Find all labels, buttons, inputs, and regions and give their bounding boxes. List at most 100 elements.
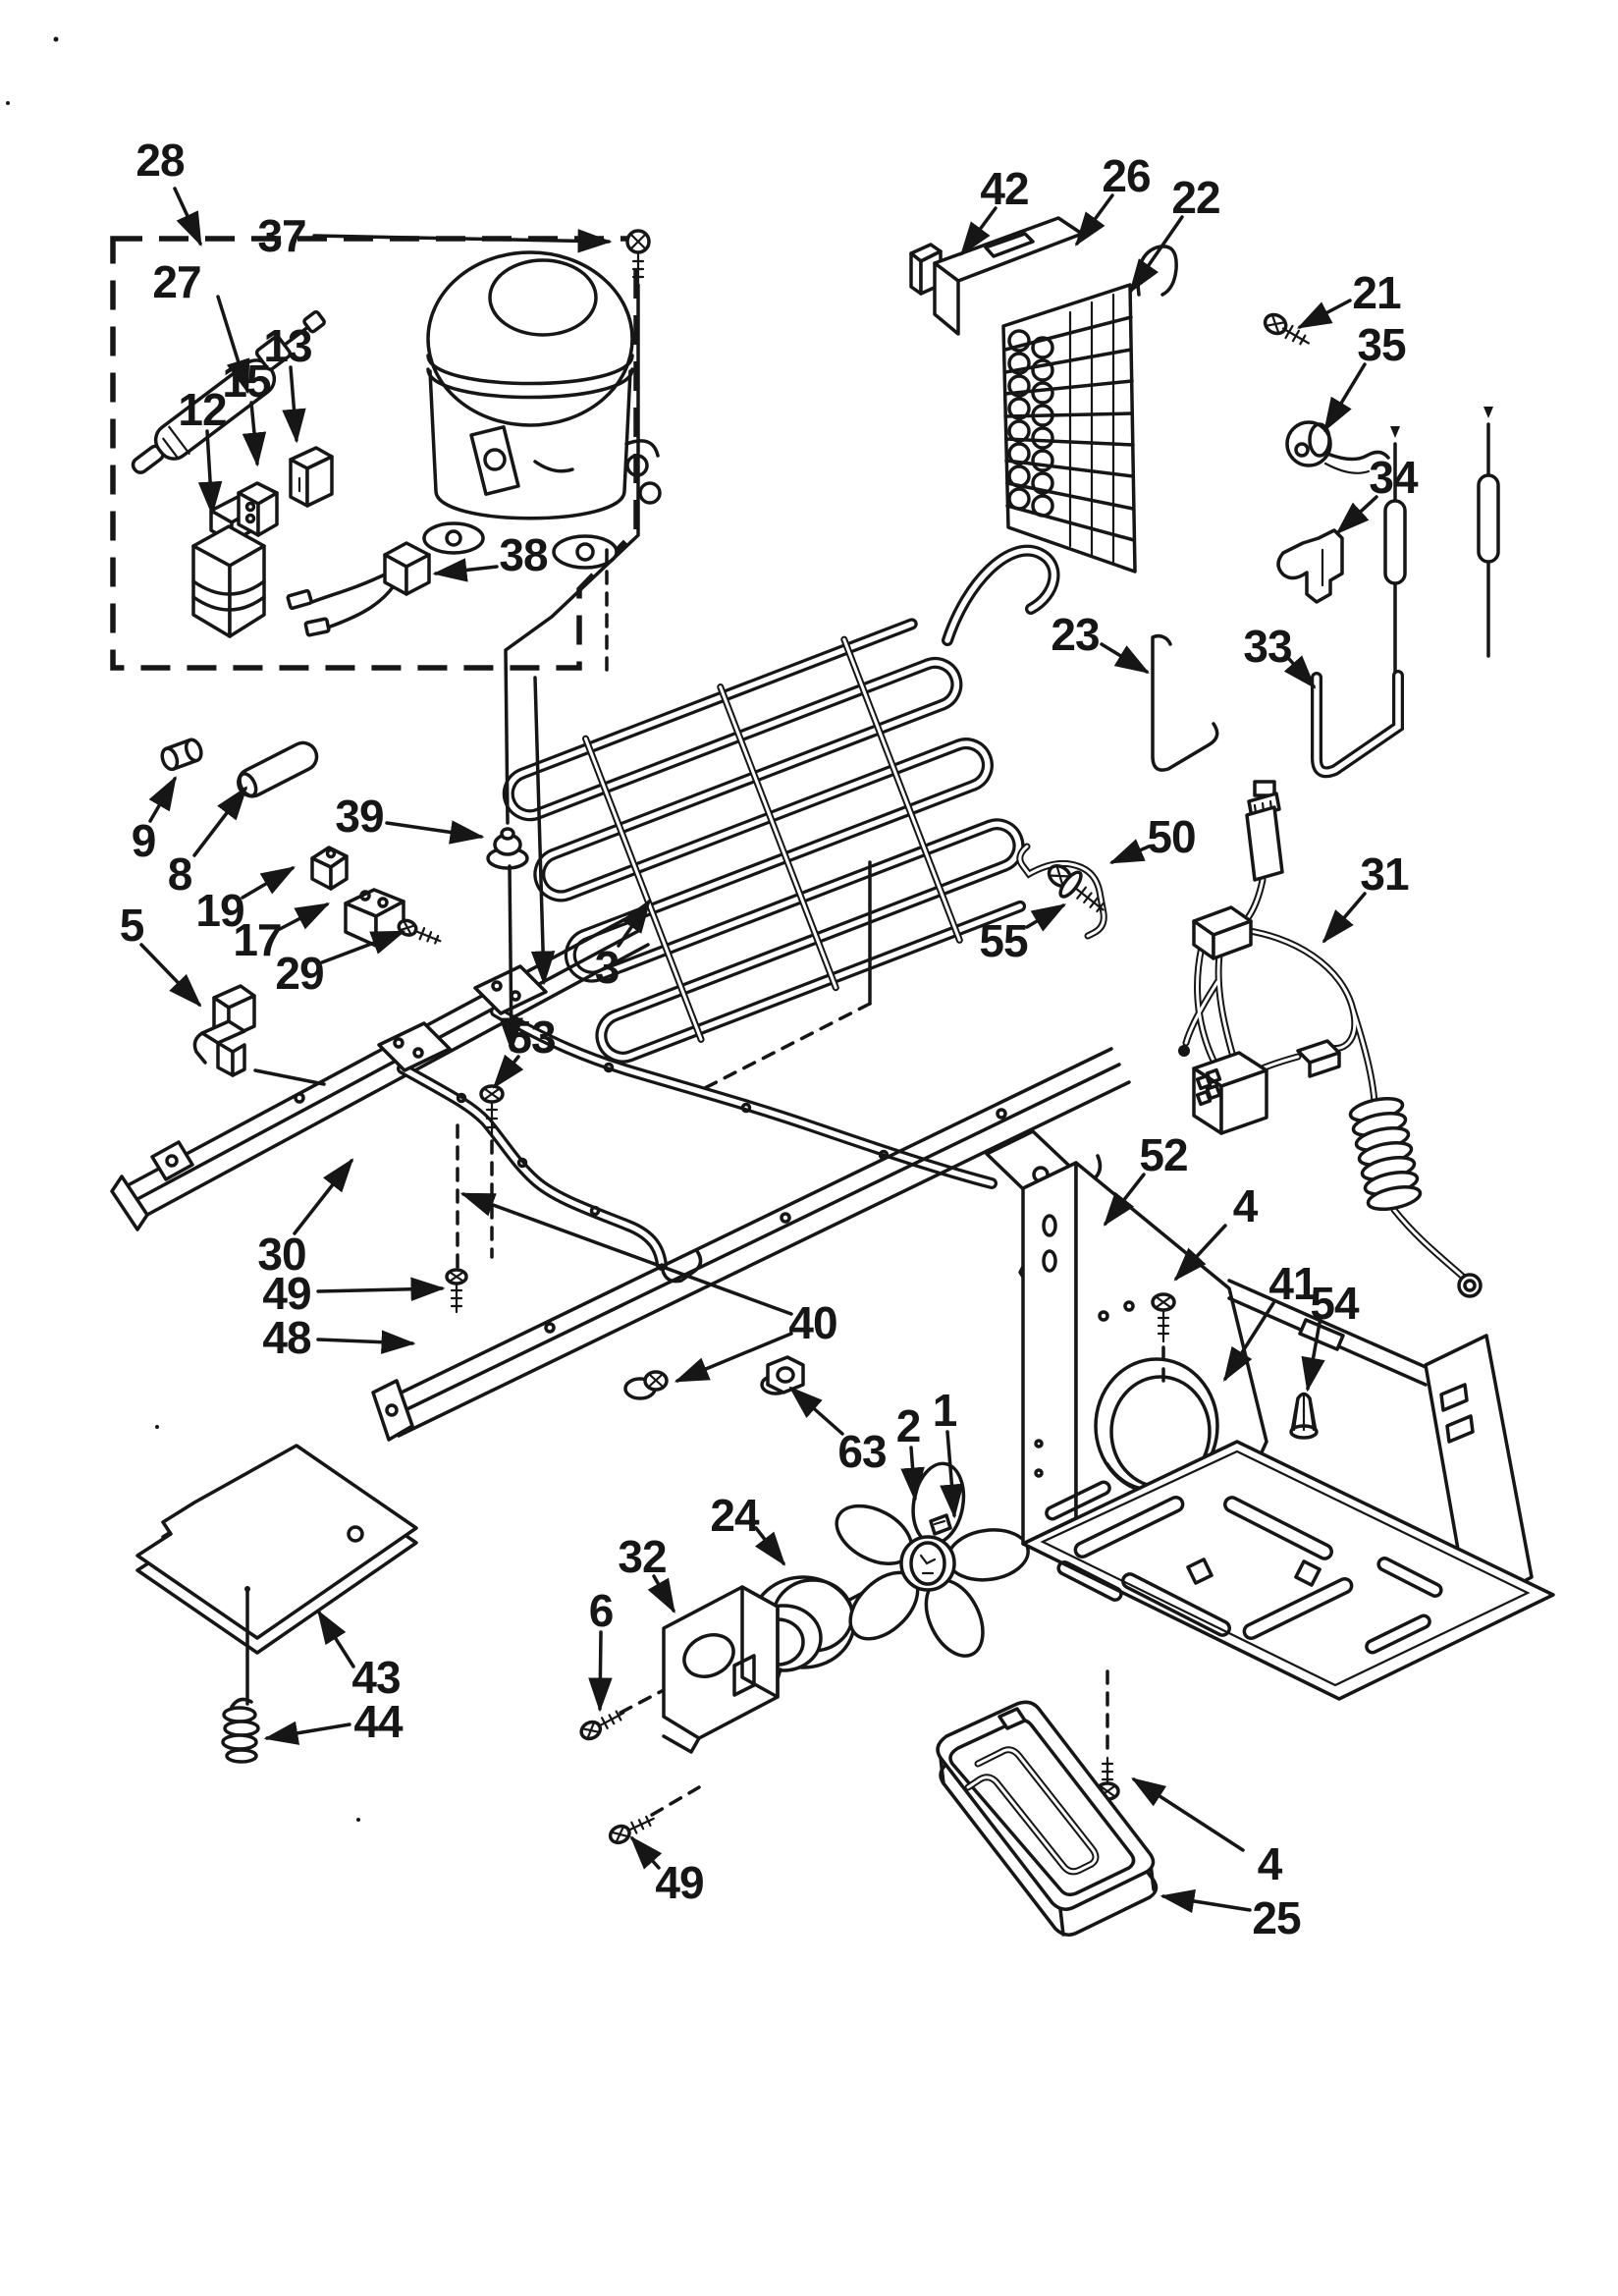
support-rail-48-front bbox=[371, 1047, 1131, 1442]
callout-arrow-15 bbox=[242, 401, 267, 467]
dashed-leader-line bbox=[619, 1689, 664, 1715]
capacitor-17 bbox=[344, 888, 405, 948]
spacer-19 bbox=[310, 846, 349, 891]
callout-arrow-48 bbox=[316, 1330, 416, 1354]
leader-line bbox=[253, 1068, 326, 1086]
callout-arrow-63 bbox=[788, 1386, 844, 1436]
callout-label-19: 19 bbox=[195, 885, 243, 936]
fan-blade-2 bbox=[835, 1461, 1030, 1658]
callout-label-42: 42 bbox=[980, 163, 1028, 214]
callout-arrow-28 bbox=[173, 187, 202, 247]
callout-label-48: 48 bbox=[262, 1312, 311, 1363]
callout-label-26: 26 bbox=[1102, 150, 1150, 201]
screw-49-lower bbox=[608, 1815, 655, 1845]
callout-arrow-29 bbox=[320, 930, 406, 964]
callout-label-35: 35 bbox=[1357, 319, 1406, 370]
callout-label-22: 22 bbox=[1171, 172, 1219, 223]
screw-49-upper bbox=[445, 1268, 468, 1314]
callout-arrow-43 bbox=[317, 1610, 355, 1668]
callout-arrow-38 bbox=[432, 558, 499, 582]
callout-arrow-21 bbox=[1296, 299, 1352, 329]
callout-label-40: 40 bbox=[788, 1297, 836, 1348]
support-rail-30-back bbox=[473, 964, 1103, 1210]
callout-label-32: 32 bbox=[618, 1531, 666, 1582]
terminal-cover-13 bbox=[289, 446, 334, 508]
callout-label-1: 1 bbox=[933, 1385, 957, 1436]
callout-arrow-33 bbox=[1283, 655, 1317, 689]
condenser-26 bbox=[909, 216, 1178, 574]
dashed-leader-line bbox=[650, 1785, 701, 1817]
callout-label-28: 28 bbox=[135, 135, 185, 186]
callout-label-17: 17 bbox=[233, 914, 281, 965]
callout-label-44: 44 bbox=[353, 1696, 404, 1747]
callout-label-23: 23 bbox=[1051, 609, 1099, 660]
motor-grommet-35 bbox=[1285, 420, 1390, 474]
callout-label-29: 29 bbox=[275, 948, 323, 999]
fan-shroud-41 bbox=[1021, 1161, 1555, 1701]
drain-pan-25 bbox=[936, 1700, 1159, 1937]
callout-arrow-6 bbox=[588, 1630, 613, 1713]
callout-arrow-3 bbox=[617, 899, 651, 948]
cap-nut-54 bbox=[1289, 1392, 1319, 1440]
callout-arrow-1 bbox=[940, 1430, 964, 1519]
callout-arrow-42 bbox=[959, 206, 998, 256]
callout-label-5: 5 bbox=[120, 900, 144, 951]
spring-grommet-44 bbox=[221, 1697, 260, 1764]
callout-label-41: 41 bbox=[1268, 1258, 1318, 1309]
callout-label-50: 50 bbox=[1147, 811, 1195, 862]
callout-arrow-54 bbox=[1301, 1321, 1325, 1393]
screw-53 bbox=[479, 1084, 505, 1137]
screw-4-upper bbox=[1151, 1292, 1176, 1343]
callout-arrow-26 bbox=[1074, 193, 1114, 246]
callout-arrow-41 bbox=[1223, 1301, 1275, 1382]
callout-arrow-17 bbox=[278, 902, 331, 931]
callout-arrow-4 bbox=[1173, 1224, 1227, 1282]
callout-label-21: 21 bbox=[1352, 267, 1401, 318]
callout-label-38: 38 bbox=[499, 529, 548, 580]
callout-label-39: 39 bbox=[335, 791, 383, 842]
callout-arrow-24 bbox=[754, 1526, 786, 1566]
callout-label-27: 27 bbox=[152, 256, 200, 307]
callout-label-24: 24 bbox=[710, 1490, 760, 1541]
coupler-63 bbox=[760, 1355, 805, 1395]
callout-arrow-5 bbox=[139, 943, 202, 1008]
callout-arrow-9 bbox=[148, 775, 177, 823]
clamp-5 bbox=[192, 984, 256, 1077]
screw-21 bbox=[1263, 312, 1311, 346]
callout-arrow-39 bbox=[385, 820, 485, 845]
callout-arrow-37 bbox=[312, 229, 613, 253]
callout-label-37: 37 bbox=[257, 210, 305, 261]
callout-label-4: 4 bbox=[1233, 1180, 1259, 1231]
callout-label-63: 63 bbox=[837, 1426, 886, 1477]
callout-arrow-31 bbox=[1321, 892, 1367, 944]
screw-37 bbox=[625, 229, 651, 285]
wiring-harness-31 bbox=[1178, 780, 1483, 1298]
callout-arrow-23 bbox=[1100, 642, 1150, 674]
tube-23 bbox=[1151, 633, 1219, 772]
callout-label-52: 52 bbox=[1139, 1129, 1187, 1180]
callout-arrow-12 bbox=[197, 429, 223, 517]
callout-label-3: 3 bbox=[595, 942, 620, 993]
callout-arrow-44 bbox=[263, 1721, 351, 1745]
washer-screw-40 bbox=[623, 1370, 669, 1400]
leader-arrow bbox=[530, 676, 556, 986]
ink-specks bbox=[6, 36, 360, 1822]
grommet-39 bbox=[486, 827, 529, 870]
callout-arrow-4 bbox=[1131, 1777, 1245, 1852]
callout-label-54: 54 bbox=[1310, 1278, 1360, 1329]
callout-label-13: 13 bbox=[263, 320, 311, 371]
callout-arrow-19 bbox=[241, 866, 297, 900]
drier-tubes-33 bbox=[1311, 407, 1500, 779]
callout-arrow-52 bbox=[1103, 1173, 1146, 1227]
callout-label-53: 53 bbox=[507, 1011, 555, 1063]
leader-line bbox=[504, 283, 640, 825]
start-relay-12 bbox=[191, 494, 266, 638]
callout-arrow-30 bbox=[293, 1158, 354, 1235]
callout-label-4: 4 bbox=[1258, 1838, 1283, 1889]
callout-arrow-40 bbox=[459, 1192, 793, 1316]
callout-label-30: 30 bbox=[257, 1229, 305, 1280]
callout-label-15: 15 bbox=[222, 355, 271, 407]
callout-arrow-40 bbox=[674, 1332, 793, 1383]
callout-label-43: 43 bbox=[351, 1652, 400, 1703]
